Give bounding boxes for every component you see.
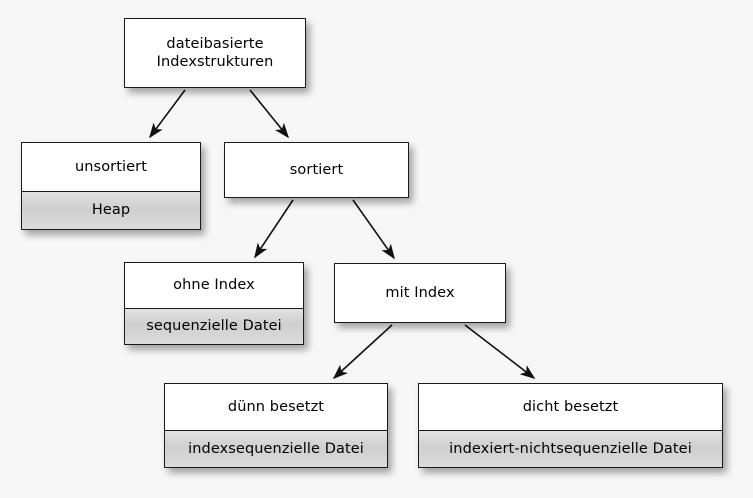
node-duenn-besetzt-sublabel: indexsequenzielle Datei — [165, 430, 387, 467]
node-dicht-besetzt-label: dicht besetzt — [419, 384, 722, 430]
edge-root-to-unsortiert — [149, 89, 186, 139]
node-mit-index-label: mit Index — [335, 264, 505, 322]
node-root: dateibasierte Indexstrukturen — [124, 18, 306, 88]
node-root-label: dateibasierte Indexstrukturen — [125, 19, 305, 87]
node-dicht-besetzt-sublabel: indexiert-nichtsequenzielle Datei — [419, 430, 722, 467]
node-ohne-index-label: ohne Index — [125, 263, 303, 308]
edge-mit-index-to-dicht — [464, 324, 536, 379]
node-sortiert: sortiert — [224, 142, 409, 198]
edge-mit-index-to-duenn — [332, 324, 393, 380]
node-unsortiert-sublabel: Heap — [22, 191, 200, 229]
node-duenn-besetzt-label: dünn besetzt — [165, 384, 387, 430]
edge-sortiert-to-mit-index — [352, 199, 395, 260]
node-ohne-index-sublabel: sequenzielle Datei — [125, 308, 303, 344]
edge-sortiert-to-ohne-index — [254, 199, 294, 259]
node-sortiert-label: sortiert — [225, 143, 408, 197]
edge-root-to-sortiert — [249, 89, 290, 139]
node-mit-index: mit Index — [334, 263, 506, 323]
node-unsortiert-label: unsortiert — [22, 143, 200, 191]
